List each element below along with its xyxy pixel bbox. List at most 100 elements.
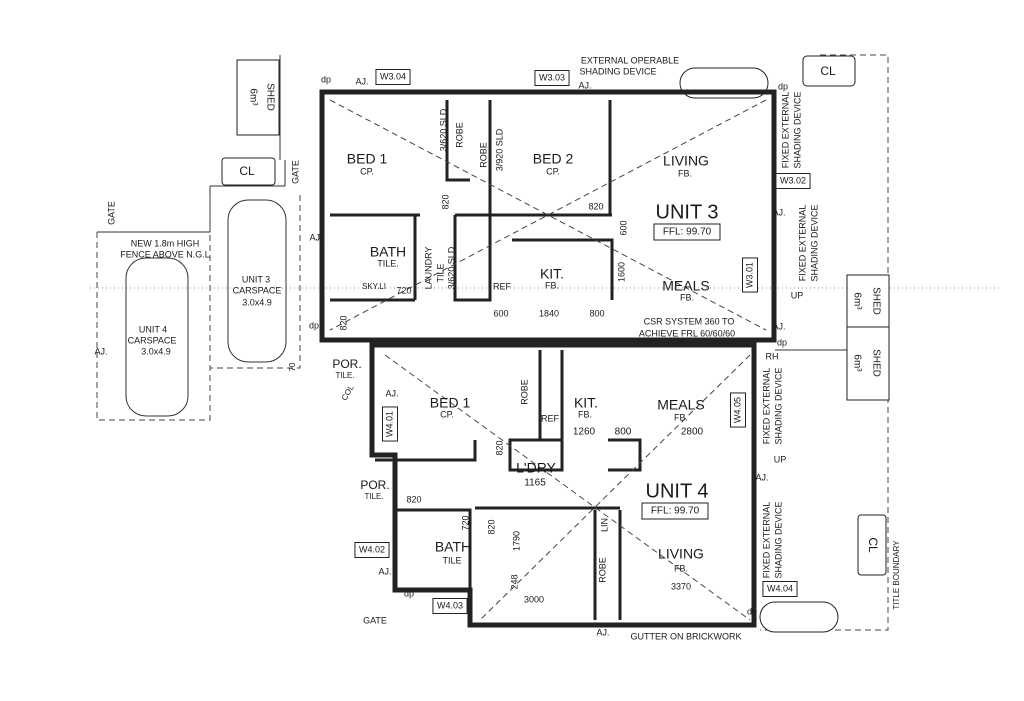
unit3-laundry-label: LAUNDRY	[423, 247, 433, 290]
unit4-door_bed2-text: 820	[486, 519, 496, 534]
unit3-ffl-label: FFL: 99.70	[653, 223, 721, 241]
label-box	[354, 542, 390, 558]
unit3-robe1-label: ROBE	[454, 122, 464, 148]
unit3-ext_shading1-text: EXTERNAL OPERABLE	[581, 55, 679, 65]
unit3-aj1-label: AJ.	[355, 76, 368, 86]
unit4-robe1-label: ROBE	[519, 379, 529, 405]
unit3-meals-text: MEALS	[662, 278, 709, 294]
unit4-robe1-text: ROBE	[519, 379, 529, 405]
unit4-w404-text: W4.04	[767, 583, 793, 593]
unit4-aj1-label: AJ.	[385, 388, 398, 398]
unit3-dp1-text: dp	[321, 74, 331, 84]
unit3-kit_floor-label: FB.	[545, 280, 559, 290]
unit4-door_entry-label: 820	[406, 494, 421, 504]
unit4-w405-text: W4.05	[732, 397, 742, 423]
unit3-csr1-text: CSR SYSTEM 360 TO	[644, 316, 735, 326]
unit4-bath-label: BATH	[435, 539, 471, 555]
unit3-ext_shading2-label: SHADING DEVICE	[579, 66, 656, 76]
site-gate2-label: GATE	[106, 201, 116, 225]
unit3-cl-text: CL	[820, 64, 836, 78]
unit3-bath-label: BATH	[370, 244, 406, 260]
unit4-fixed1b-text: SHADING DEVICE	[773, 367, 783, 444]
site-shed_r1-label: SHED	[870, 287, 881, 315]
unit4-meals_floor-text: FB.	[674, 412, 688, 422]
unit4-robe2-text: ROBE	[597, 557, 607, 583]
unit4-aj2-label: AJ.	[755, 472, 768, 482]
site-car3_c-label: 3.0x4.9	[242, 297, 272, 307]
unit4-door_entry-text: 820	[406, 494, 421, 504]
unit3-bed2_floor-text: CP.	[546, 166, 560, 176]
unit3-ref-text: REF	[493, 281, 512, 291]
unit3-skylight-label: SKY.LI	[362, 282, 386, 291]
unit4-title-text: UNIT 4	[646, 480, 709, 502]
unit3-w301-text: W3.01	[744, 262, 754, 288]
unit3-bath_floor-label: TILE.	[377, 258, 399, 268]
site-dim_70-text: 70	[288, 362, 297, 371]
label-box	[641, 502, 709, 520]
site-cl_right-label: CL	[866, 537, 880, 553]
site-fence1-text: NEW 1.8m HIGH	[131, 238, 200, 248]
label-box	[432, 598, 468, 614]
unit4-bed1-text: BED 1	[430, 395, 471, 411]
unit3-ext_shading1-label: EXTERNAL OPERABLE	[581, 55, 679, 65]
unit4-door_bed1-text: 820	[494, 440, 504, 455]
unit4-dim_3000-label: 3000	[524, 594, 544, 604]
unit3-fixed1b-text: SHADING DEVICE	[792, 91, 802, 168]
unit4-col-label: COL	[340, 383, 356, 402]
site-shed_r2_vol-label: 6m³	[851, 354, 862, 372]
unit3-dim_1840-label: 1840	[539, 308, 559, 318]
unit4-fixed2b-text: SHADING DEVICE	[773, 501, 783, 578]
unit4-ref-text: REF	[541, 413, 560, 423]
unit4-dp1-text: dp	[404, 588, 414, 598]
unit4-dim_1260-label: 1260	[573, 427, 596, 438]
unit4-por1-label: POR.	[332, 357, 361, 371]
unit4-gate-label: GATE	[363, 615, 387, 625]
unit3-robe2-text: ROBE	[478, 142, 488, 168]
unit4-bath-text: BATH	[435, 539, 471, 555]
unit3-fixed1a-text: FIXED EXTERNAL	[780, 92, 790, 169]
site-shed_top_vol-label: 6m³	[247, 88, 258, 106]
unit4-gutter-text: GUTTER ON BRICKWORK	[630, 631, 741, 641]
unit3-meals-label: MEALS	[662, 278, 709, 294]
unit3-robe1_door-label: 3/620 SLD	[438, 108, 448, 151]
unit4-dp2-text: dp	[747, 606, 757, 616]
unit4-meals-text: MEALS	[657, 397, 704, 413]
unit4-por1_floor-text: TILE.	[335, 371, 354, 380]
unit3-door_bed2-text: 820	[588, 201, 603, 211]
unit3-door_bed1-text: 820	[440, 194, 450, 209]
unit4-kit-text: KIT.	[574, 395, 598, 411]
unit4-fixed1a-label: FIXED EXTERNAL	[761, 368, 771, 445]
unit4-fixed2a-text: FIXED EXTERNAL	[761, 502, 771, 579]
unit4-dim_3000-text: 3000	[524, 594, 544, 604]
site-title_boundary-label: TITLE BOUNDARY	[892, 540, 901, 610]
unit4-w402-text: W4.02	[359, 544, 385, 554]
unit4-dim_248-label: 248	[509, 574, 519, 589]
unit3-aj5-text: AJ.	[772, 321, 785, 331]
site-aj_left-label: AJ.	[94, 346, 107, 356]
unit4-aj3-text: AJ.	[378, 566, 391, 576]
unit3-aj1-text: AJ.	[355, 76, 368, 86]
unit4-kit-label: KIT.	[574, 395, 598, 411]
unit3-door_bed1-label: 820	[440, 194, 450, 209]
unit3-dp3-label: dp	[309, 320, 319, 330]
unit4-gutter-label: GUTTER ON BRICKWORK	[630, 631, 741, 641]
unit3-fixed2a-text: FIXED EXTERNAL	[797, 205, 807, 282]
unit4-bath_floor-text: TILE	[442, 555, 461, 565]
unit3-fixed2b-text: SHADING DEVICE	[809, 204, 819, 281]
unit3-fixed2b-label: SHADING DEVICE	[809, 204, 819, 281]
unit3-robe1-text: ROBE	[454, 122, 464, 148]
unit4-door_bed1-label: 820	[494, 440, 504, 455]
site-shed_r2-label: SHED	[870, 349, 881, 377]
unit3-dim_800-label: 800	[589, 308, 604, 318]
unit4-kit_floor-label: FB.	[578, 409, 592, 419]
unit3-w303-label: W3.03	[534, 70, 570, 86]
unit4-up-text: UP	[774, 454, 787, 464]
unit3-laundry_door-label: 3/620 SLD	[446, 246, 456, 289]
site-car4_a-label: UNIT 4	[139, 324, 167, 334]
site-gate2-text: GATE	[106, 201, 116, 225]
unit3-bath_door-label: 720	[396, 285, 411, 295]
unit4-bath_floor-label: TILE	[442, 555, 461, 565]
unit3-bed2_floor-label: CP.	[546, 166, 560, 176]
unit4-living-label: LIVING	[658, 546, 704, 562]
site-shed_r1_vol-label: 6m³	[851, 292, 862, 310]
